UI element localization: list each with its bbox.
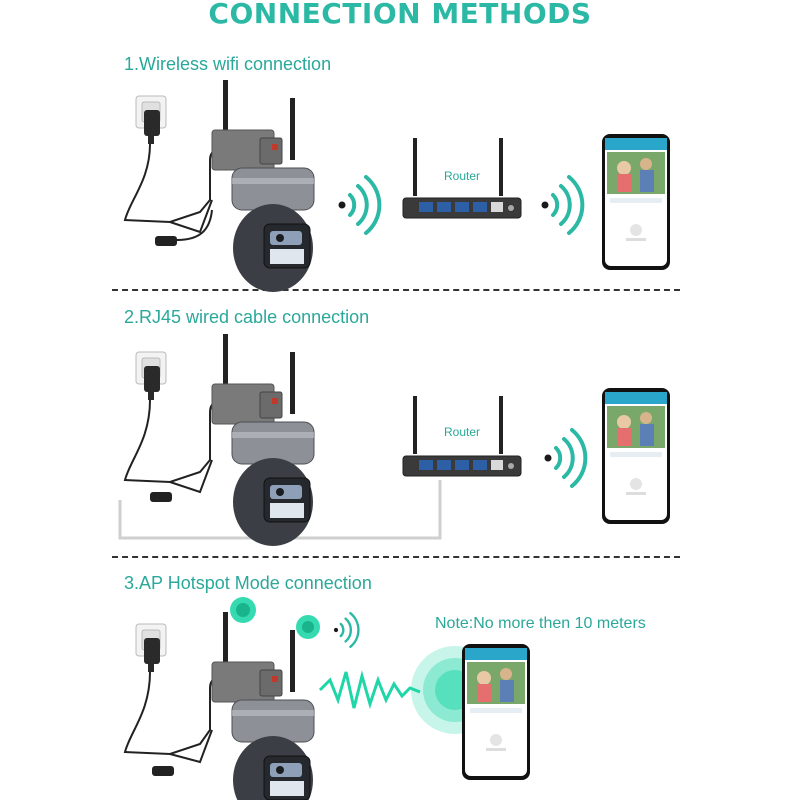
section-2-label: 2.RJ45 wired cable connection [124, 307, 370, 327]
smartphone-icon [602, 388, 670, 524]
wall-socket-icon [135, 95, 167, 145]
section-3-label: 3.AP Hotspot Mode connection [124, 573, 372, 593]
section-2-diagram: Router [118, 333, 670, 547]
section-divider-1 [112, 289, 680, 291]
wifi-signal-icon [336, 175, 382, 235]
router-label: Router [444, 169, 480, 183]
router-label: Router [444, 425, 480, 439]
ptz-camera-icon [211, 79, 315, 293]
ptz-camera-icon [211, 611, 315, 800]
wifi-signal-icon [332, 612, 360, 648]
section-1-label: 1.Wireless wifi connection [124, 54, 332, 74]
ptz-camera-icon [211, 333, 315, 547]
section-3-diagram [123, 597, 530, 800]
signal-wave [318, 670, 421, 710]
distance-note: Note:No more then 10 meters [435, 615, 646, 632]
wifi-signal-icon [539, 175, 585, 235]
section-1-diagram: Router [123, 79, 670, 293]
page-title: CONNECTION METHODS [208, 0, 592, 30]
wifi-signal-icon [542, 428, 588, 488]
smartphone-icon [602, 134, 670, 270]
wall-socket-icon [135, 623, 167, 673]
wall-socket-icon [135, 351, 167, 401]
section-divider-2 [112, 556, 680, 558]
power-adapter-icon [152, 766, 174, 776]
power-adapter-icon [150, 492, 172, 502]
smartphone-icon [462, 644, 530, 780]
power-adapter-icon [155, 236, 177, 246]
